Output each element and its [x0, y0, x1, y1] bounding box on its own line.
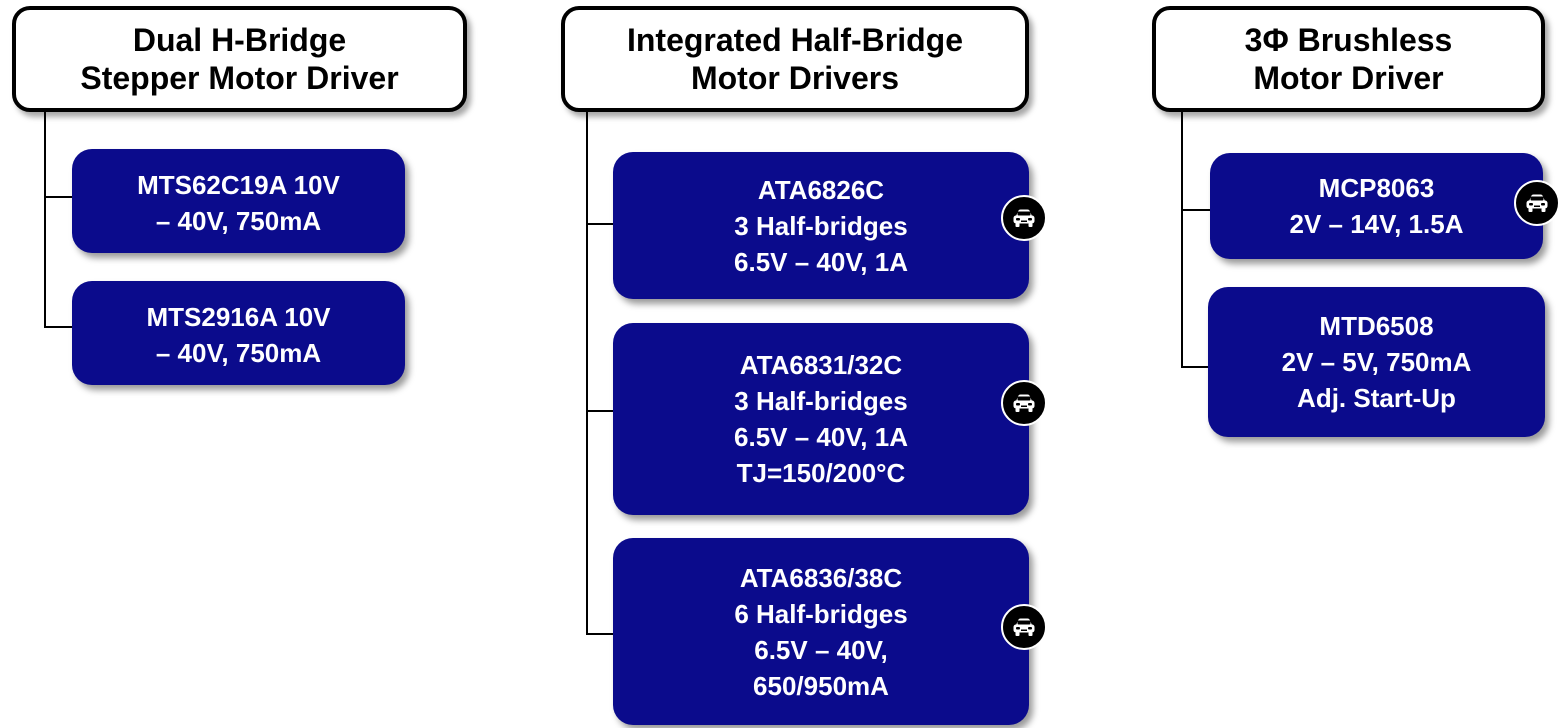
tree-branch-2-3 — [586, 633, 614, 635]
part-mtd6508: MTD6508 2V – 5V, 750mA Adj. Start-Up — [1208, 287, 1545, 437]
car-icon — [1001, 195, 1047, 241]
tree-branch-2-2 — [586, 410, 614, 412]
part-mts2916a: MTS2916A 10V – 40V, 750mA — [72, 281, 405, 385]
tree-branch-1-2 — [44, 326, 72, 328]
tree-branch-3-1 — [1181, 209, 1211, 211]
tree-branch-1-1 — [44, 196, 72, 198]
column-3-header: 3Φ Brushless Motor Driver — [1152, 6, 1545, 112]
tree-branch-2-1 — [586, 223, 614, 225]
part-ata6831-32c: ATA6831/32C 3 Half-bridges 6.5V – 40V, 1… — [613, 323, 1029, 515]
column-2-header: Integrated Half-Bridge Motor Drivers — [561, 6, 1029, 112]
tree-branch-3-2 — [1181, 366, 1211, 368]
car-icon — [1514, 180, 1560, 226]
part-ata6836-38c: ATA6836/38C 6 Half-bridges 6.5V – 40V, 6… — [613, 538, 1029, 725]
car-icon — [1001, 380, 1047, 426]
car-icon — [1001, 604, 1047, 650]
tree-trunk-3 — [1181, 112, 1183, 368]
part-mcp8063: MCP8063 2V – 14V, 1.5A — [1210, 153, 1543, 259]
column-1-header: Dual H-Bridge Stepper Motor Driver — [12, 6, 467, 112]
part-mts62c19a: MTS62C19A 10V – 40V, 750mA — [72, 149, 405, 253]
tree-trunk-1 — [44, 112, 46, 328]
tree-trunk-2 — [586, 112, 588, 635]
part-ata6826c: ATA6826C 3 Half-bridges 6.5V – 40V, 1A — [613, 152, 1029, 299]
